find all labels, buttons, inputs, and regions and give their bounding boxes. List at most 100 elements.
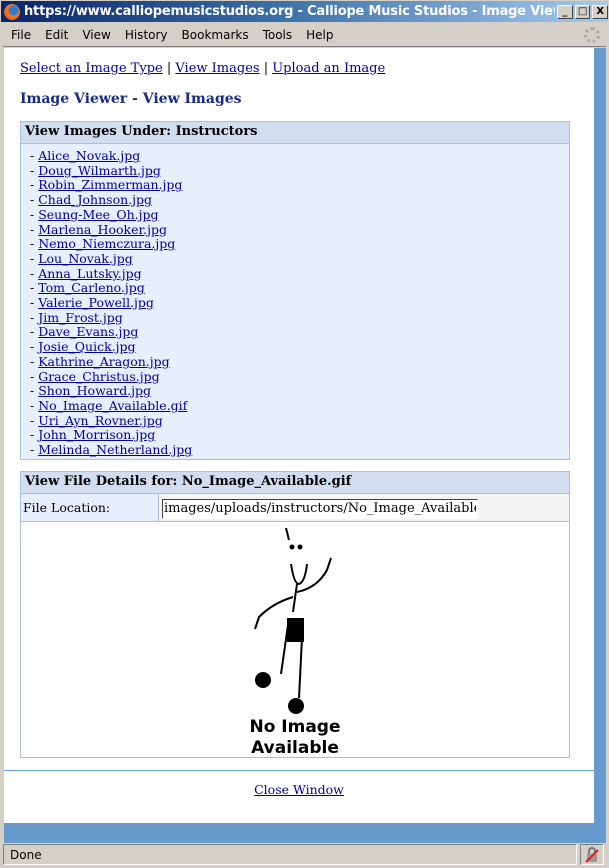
list-bullet: - <box>30 162 39 178</box>
list-bullet: - <box>30 383 39 399</box>
throbber-icon <box>584 27 600 43</box>
details-panel: View File Details for: No_Image_Availabl… <box>20 471 570 758</box>
menu-tools[interactable]: Tools <box>262 27 293 42</box>
menu-file[interactable]: File <box>11 27 32 42</box>
no-image-text-line2: Available <box>251 738 339 757</box>
nav-separator: | <box>162 61 176 76</box>
file-link[interactable]: No_Image_Available.gif <box>38 397 188 413</box>
bottom-band <box>4 823 594 843</box>
file-link[interactable]: Grace_Christus.jpg <box>38 368 160 384</box>
file-link[interactable]: Anna_Lutsky.jpg <box>38 265 142 281</box>
list-item: - Josie_Quick.jpg <box>30 339 569 355</box>
file-link[interactable]: Lou_Novak.jpg <box>38 250 133 266</box>
select-image-type-link[interactable]: Select an Image Type <box>20 61 163 76</box>
menu-edit[interactable]: Edit <box>45 27 69 42</box>
file-list: - Alice_Novak.jpg- Doug_Wilmarth.jpg- Ro… <box>21 144 569 458</box>
list-item: - Uri_Ayn_Rovner.jpg <box>30 412 569 429</box>
window-title: https://www.calliopemusicstudios.org - C… <box>24 4 555 19</box>
menu-help[interactable]: Help <box>306 27 334 42</box>
list-item: - Kathrine_Aragon.jpg <box>30 353 569 370</box>
list-bullet: - <box>30 397 39 413</box>
minimize-button[interactable]: _ <box>557 4 573 19</box>
list-bullet: - <box>30 339 39 355</box>
page-content: Select an Image Type | View Images | Upl… <box>4 48 594 823</box>
close-window-link[interactable]: Close Window <box>254 782 344 797</box>
list-bullet: - <box>30 442 39 458</box>
list-bullet: - <box>30 206 39 222</box>
list-item: - Nemo_Niemczura.jpg <box>30 236 569 252</box>
list-bullet: - <box>30 250 39 266</box>
images-panel: View Images Under: Instructors - Alice_N… <box>20 121 570 460</box>
file-link[interactable]: Kathrine_Aragon.jpg <box>38 353 170 369</box>
file-link[interactable]: Tom_Carleno.jpg <box>38 280 145 296</box>
file-link[interactable]: Melinda_Netherland.jpg <box>38 442 193 458</box>
list-bullet: - <box>30 148 39 163</box>
details-panel-heading: View File Details for: No_Image_Availabl… <box>21 472 569 494</box>
maximize-button[interactable]: □ <box>574 4 591 19</box>
nav-separator: | <box>259 61 273 76</box>
file-link[interactable]: Shon_Howard.jpg <box>38 383 152 399</box>
list-item: - Seung-Mee_Oh.jpg <box>30 206 569 223</box>
list-bullet: - <box>30 192 39 208</box>
list-item: - Marlena_Hooker.jpg <box>30 221 569 238</box>
file-link[interactable]: Nemo_Niemczura.jpg <box>38 236 176 252</box>
file-link[interactable]: Uri_Ayn_Rovner.jpg <box>38 412 163 428</box>
file-link[interactable]: John_Morrison.jpg <box>38 427 156 443</box>
list-bullet: - <box>30 324 39 340</box>
list-bullet: - <box>30 309 39 325</box>
scrollbar[interactable] <box>594 48 606 843</box>
file-link[interactable]: Marlena_Hooker.jpg <box>38 221 167 237</box>
no-image-available-picture: No Image Available <box>249 527 341 758</box>
list-item: - John_Morrison.jpg <box>30 428 569 443</box>
images-panel-heading: View Images Under: Instructors <box>21 122 569 144</box>
image-preview: No Image Available <box>21 522 569 758</box>
list-item: - Valerie_Powell.jpg <box>30 295 569 311</box>
firefox-icon <box>4 3 20 20</box>
view-images-link[interactable]: View Images <box>175 61 260 76</box>
close-window-button[interactable]: X <box>592 4 608 19</box>
file-link[interactable]: Seung-Mee_Oh.jpg <box>38 206 159 222</box>
file-link[interactable]: Dave_Evans.jpg <box>38 324 139 340</box>
list-bullet: - <box>30 265 39 281</box>
list-item: - Chad_Johnson.jpg <box>30 192 569 208</box>
upload-image-link[interactable]: Upload an Image <box>272 61 386 76</box>
file-link[interactable]: Valerie_Powell.jpg <box>38 295 154 311</box>
file-link[interactable]: Robin_Zimmerman.jpg <box>38 177 183 193</box>
list-bullet: - <box>30 368 39 384</box>
file-link[interactable]: Chad_Johnson.jpg <box>38 192 153 208</box>
list-bullet: - <box>30 177 39 193</box>
list-item: - Alice_Novak.jpg <box>30 148 569 164</box>
menu-view[interactable]: View <box>82 27 111 42</box>
list-bullet: - <box>30 412 39 428</box>
list-item: - No_Image_Available.gif <box>30 397 569 414</box>
menu-bookmarks[interactable]: Bookmarks <box>181 27 249 42</box>
insecure-lock-icon[interactable] <box>580 844 604 865</box>
file-location-field[interactable] <box>162 498 478 519</box>
nav-links: Select an Image Type | View Images | Upl… <box>20 61 385 76</box>
list-bullet: - <box>30 221 39 237</box>
page-title: Image Viewer - View Images <box>20 91 242 107</box>
file-link[interactable]: Doug_Wilmarth.jpg <box>38 162 161 178</box>
divider <box>4 770 594 771</box>
list-item: - Jim_Frost.jpg <box>30 309 569 326</box>
list-item: - Shon_Howard.jpg <box>30 383 569 399</box>
list-bullet: - <box>30 280 39 296</box>
list-item: - Grace_Christus.jpg <box>30 368 569 385</box>
menu-history[interactable]: History <box>124 27 168 42</box>
no-image-text-line1: No Image <box>249 717 340 737</box>
list-item: - Melinda_Netherland.jpg <box>30 442 569 458</box>
file-location-row: File Location: <box>21 494 569 522</box>
menu-bar: File Edit View History Bookmarks Tools H… <box>3 23 606 47</box>
list-item: - Doug_Wilmarth.jpg <box>30 162 569 179</box>
status-bar: Done <box>3 844 577 865</box>
list-bullet: - <box>30 427 39 443</box>
file-link[interactable]: Jim_Frost.jpg <box>38 309 123 325</box>
list-bullet: - <box>30 236 39 252</box>
file-location-label: File Location: <box>21 494 159 521</box>
file-link[interactable]: Alice_Novak.jpg <box>38 148 141 163</box>
list-item: - Tom_Carleno.jpg <box>30 280 569 296</box>
list-item: - Lou_Novak.jpg <box>30 250 569 267</box>
list-bullet: - <box>30 295 39 311</box>
list-bullet: - <box>30 353 39 369</box>
file-link[interactable]: Josie_Quick.jpg <box>38 339 136 355</box>
